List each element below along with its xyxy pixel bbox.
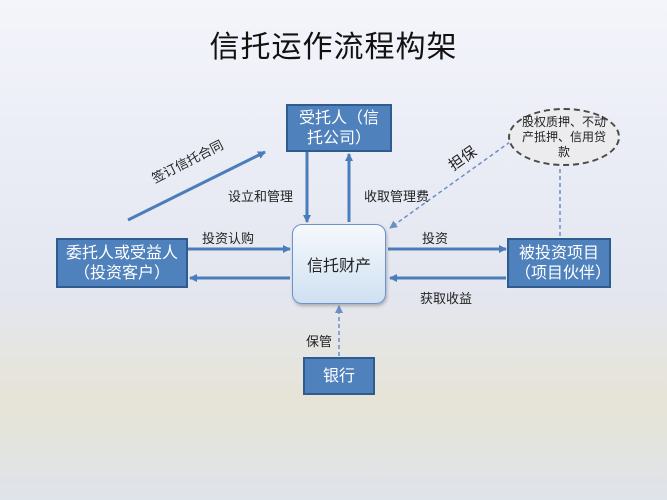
collateral-label: 股权质押、不动产抵押、信用贷款 bbox=[521, 114, 606, 159]
collateral-node: 股权质押、不动产抵押、信用贷款 bbox=[508, 108, 620, 166]
settlor-label: 委托人或受益人（投资客户） bbox=[65, 243, 178, 282]
label-establish-manage: 设立和管理 bbox=[228, 190, 294, 205]
trustee-node: 受托人（信托公司） bbox=[286, 104, 392, 152]
label-collect-fee: 收取管理费 bbox=[364, 190, 430, 205]
label-custody: 保管 bbox=[306, 335, 333, 350]
diagram-title: 信托运作流程构架 bbox=[209, 30, 458, 65]
trust-property-node: 信托财产 bbox=[292, 224, 386, 304]
bank-node: 银行 bbox=[303, 357, 375, 395]
bank-label: 银行 bbox=[322, 366, 355, 385]
label-earn-income: 获取收益 bbox=[420, 292, 473, 307]
project-node: 被投资项目（项目伙伴） bbox=[507, 238, 611, 288]
label-invest-subscribe: 投资认购 bbox=[202, 232, 255, 247]
label-invest: 投资 bbox=[422, 232, 449, 247]
project-label: 被投资项目（项目伙伴） bbox=[515, 243, 612, 282]
arrow-sign-contract bbox=[127, 150, 266, 222]
trust-property-label: 信托财产 bbox=[306, 256, 371, 275]
trustee-label: 受托人（信托公司） bbox=[298, 108, 379, 147]
settlor-node: 委托人或受益人（投资客户） bbox=[56, 238, 188, 288]
arrow-guarantee bbox=[389, 141, 511, 229]
